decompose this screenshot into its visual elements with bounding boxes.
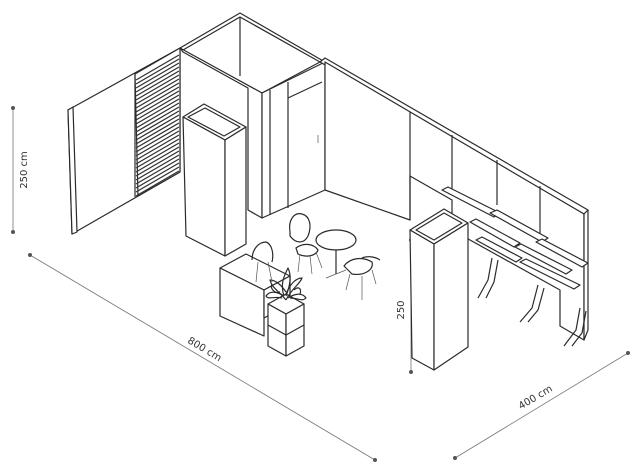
slat-line: [135, 142, 180, 169]
plant-stand: [267, 293, 305, 357]
slat-line: [135, 106, 180, 133]
dimension-length: 800 cm: [28, 253, 377, 462]
slat-line: [135, 54, 180, 81]
slat-line: [135, 138, 180, 165]
slat-line: [135, 114, 180, 141]
slat-line: [135, 86, 180, 113]
chair-right: [343, 256, 381, 300]
width-label: 400 cm: [517, 383, 555, 412]
slat-line: [135, 158, 180, 185]
slat-line: [135, 94, 180, 121]
slat-line: [135, 70, 180, 97]
slat-line: [135, 74, 180, 101]
chair-left: [289, 213, 323, 275]
wall-shelves: [441, 186, 589, 290]
slat-line: [135, 162, 180, 189]
storage-room: [179, 12, 326, 219]
slat-line: [135, 126, 180, 153]
slat-line: [135, 90, 180, 117]
length-label: 800 cm: [185, 336, 223, 365]
slat-line: [135, 166, 180, 193]
desk-counters: [477, 257, 587, 347]
slat-line: [135, 66, 180, 93]
tall-column-front: [409, 208, 469, 371]
dimension-width: 400 cm: [453, 351, 630, 460]
slat-line: [135, 170, 180, 197]
slat-line: [135, 62, 180, 89]
slat-line: [135, 82, 180, 109]
slat-line: [135, 58, 180, 85]
slat-line: [135, 78, 180, 105]
round-table: [315, 229, 357, 279]
bar-stool: [251, 241, 274, 283]
slat-line: [135, 118, 180, 145]
inner-height-label: 250: [396, 300, 407, 319]
slatted-wall-panel: [134, 47, 181, 197]
slat-line: [135, 150, 180, 177]
tall-column-center: [182, 103, 247, 257]
slat-line: [135, 134, 180, 161]
slat-line: [135, 110, 180, 137]
slat-line: [135, 102, 180, 129]
plant-icon: [265, 267, 307, 301]
slat-line: [135, 154, 180, 181]
dimension-height-left: 250 cm: [11, 106, 30, 234]
slat-line: [135, 146, 180, 173]
height-label: 250 cm: [19, 151, 30, 189]
slat-line: [135, 130, 180, 157]
slat-line: [135, 98, 180, 125]
slat-line: [135, 122, 180, 149]
